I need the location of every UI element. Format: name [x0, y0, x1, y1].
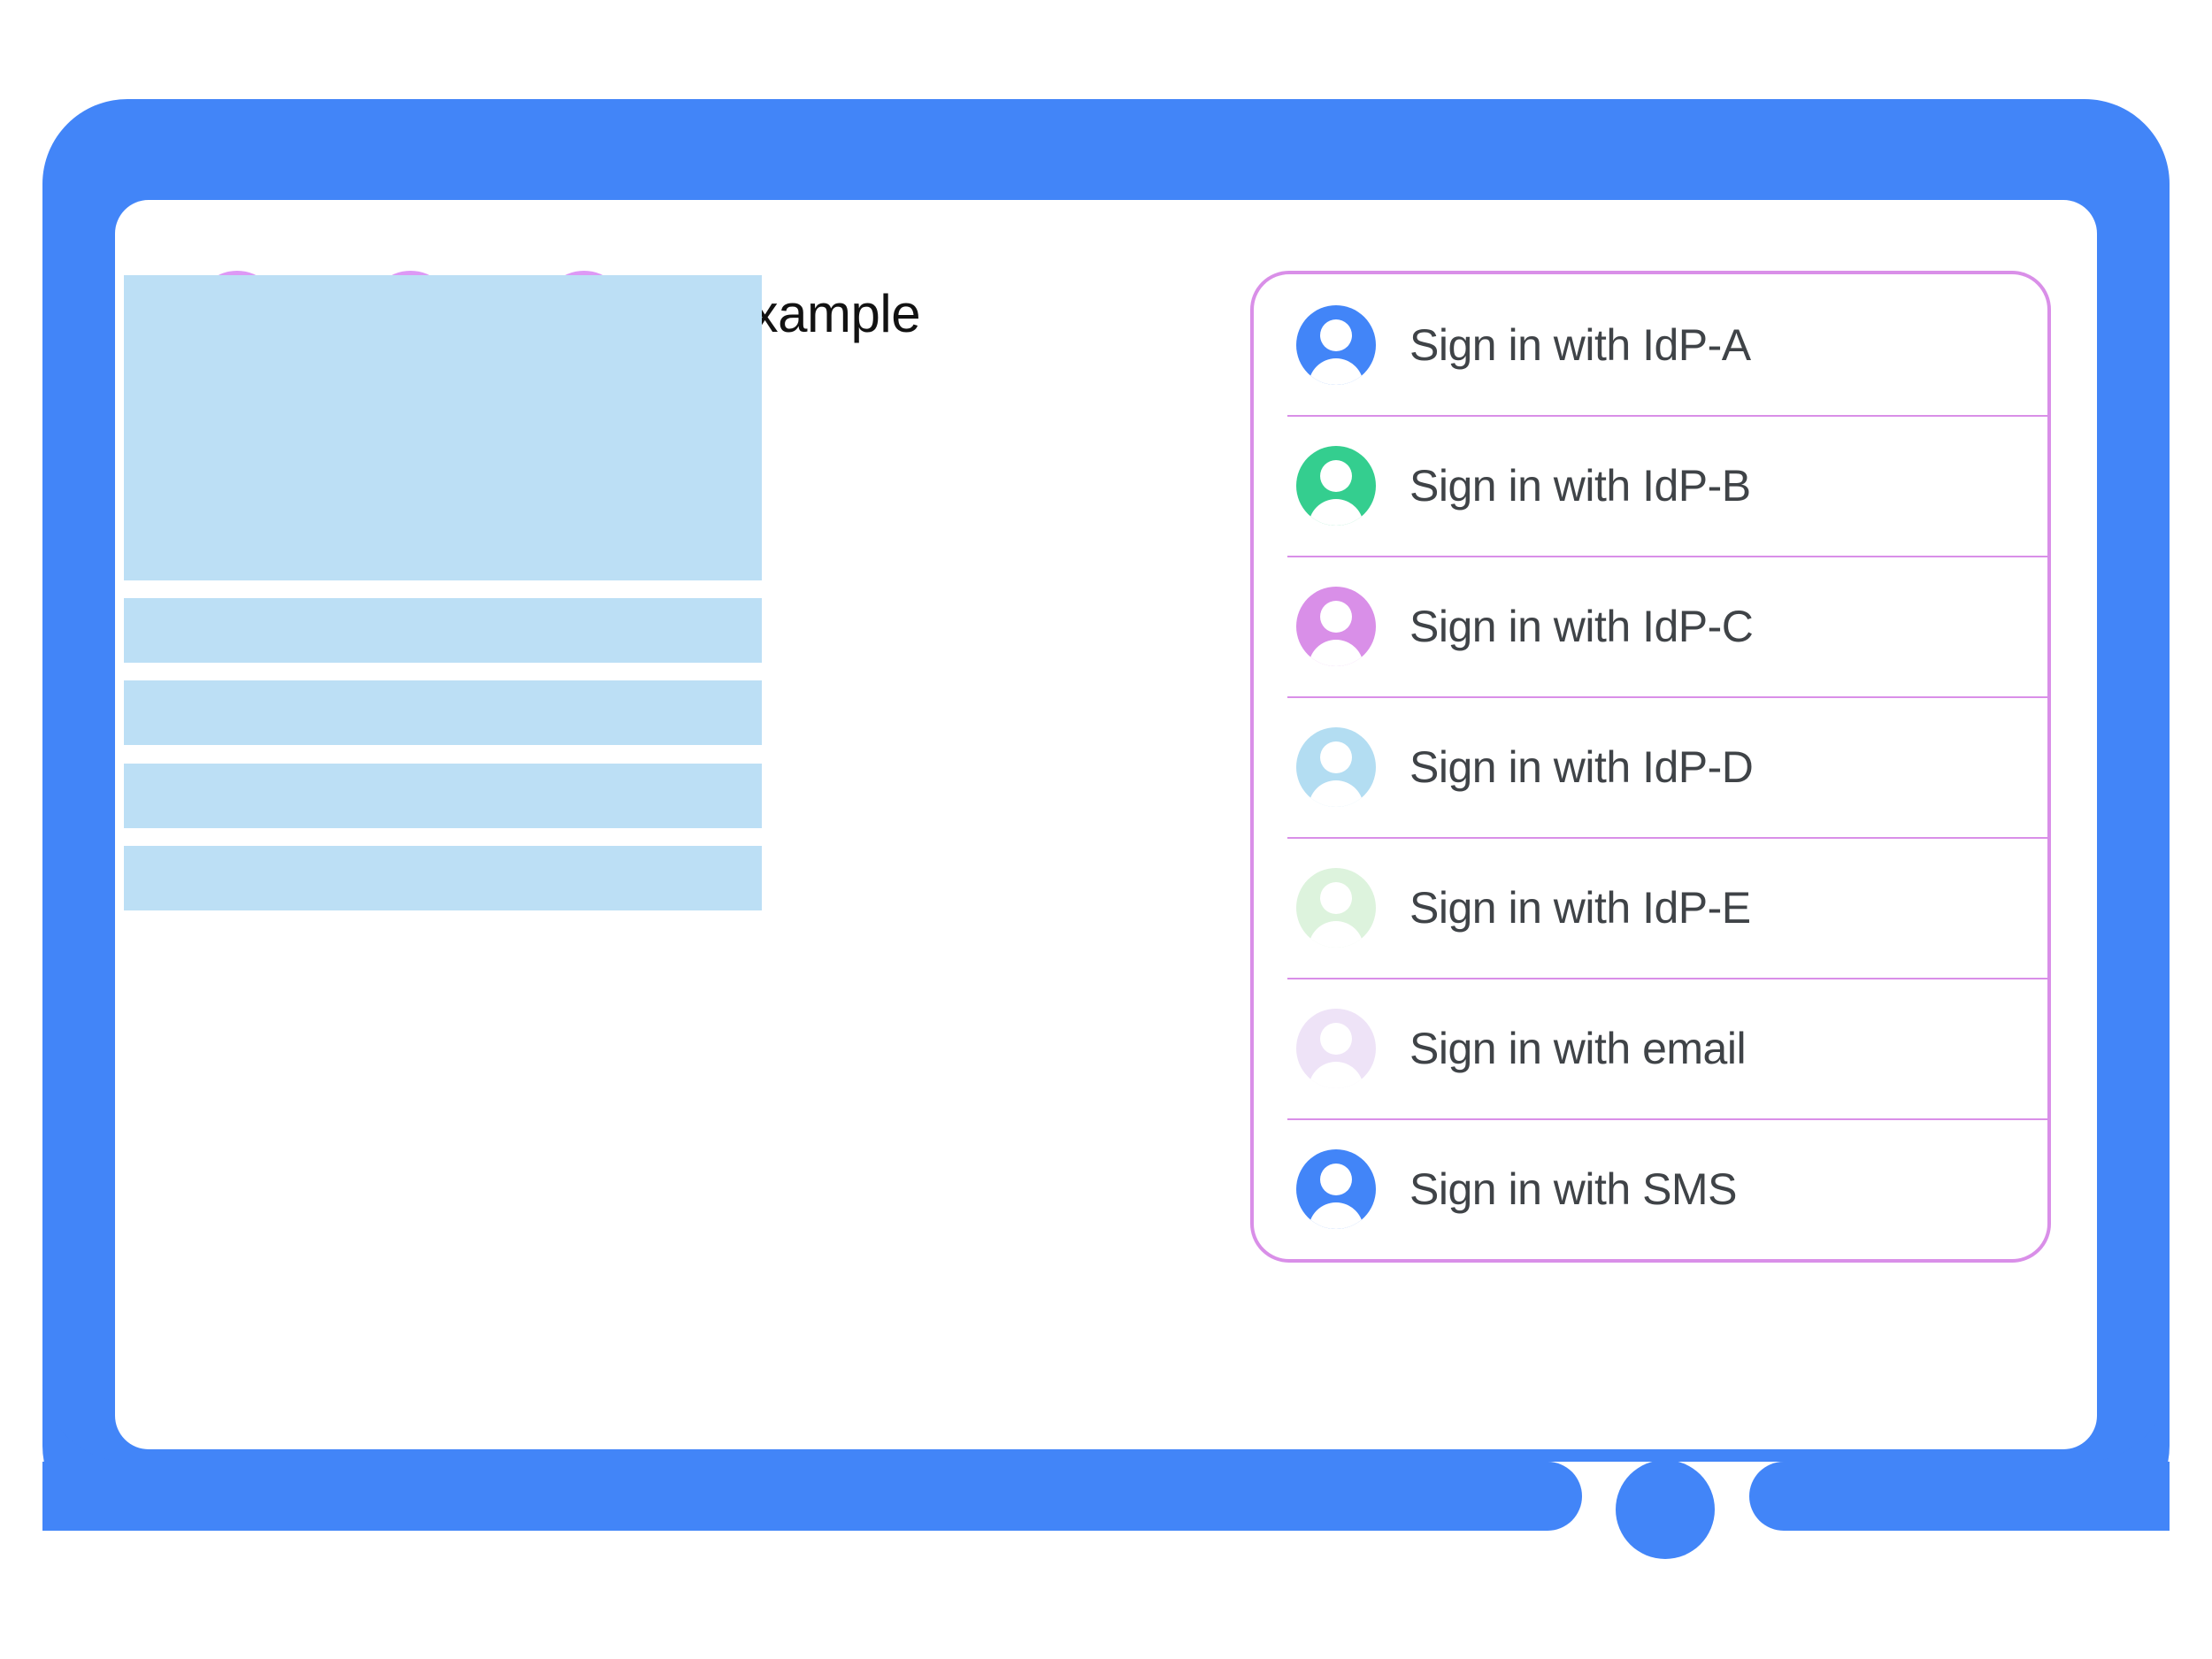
account-label: Sign in with IdP-A	[1409, 319, 1751, 370]
account-label: Sign in with IdP-D	[1409, 741, 1754, 792]
avatar-head	[1320, 881, 1352, 914]
text-bar-2	[124, 680, 762, 745]
avatar-body	[1309, 357, 1363, 385]
account-label: Sign in with SMS	[1409, 1164, 1737, 1214]
avatar-body	[1309, 1202, 1363, 1229]
avatar-head	[1320, 741, 1352, 773]
account-label: Sign in with IdP-E	[1409, 882, 1751, 933]
person-avatar-icon	[1296, 586, 1376, 666]
person-avatar-icon	[1296, 867, 1376, 948]
avatar-head	[1320, 1022, 1352, 1055]
avatar-body	[1309, 920, 1363, 948]
avatar-body	[1309, 780, 1363, 807]
account-row-idp-c[interactable]: Sign in with IdP-C	[1254, 556, 2047, 696]
text-bar-1	[124, 598, 762, 663]
person-avatar-icon	[1296, 1008, 1376, 1088]
device-frame-bottom-right-segment	[1749, 1462, 2170, 1531]
device-frame-bottom-left-segment	[42, 1462, 1582, 1531]
text-bar-4	[124, 846, 762, 910]
avatar-head	[1320, 1163, 1352, 1195]
account-label: Sign in with IdP-B	[1409, 460, 1751, 511]
person-avatar-icon	[1296, 1148, 1376, 1229]
account-row-idp-a[interactable]: Sign in with IdP-A	[1254, 274, 2047, 415]
avatar-head	[1320, 600, 1352, 633]
hero-block	[124, 275, 762, 580]
home-button[interactable]	[1616, 1460, 1715, 1559]
text-bar-3	[124, 764, 762, 828]
avatar-head	[1320, 319, 1352, 351]
page-content-area	[124, 200, 1239, 1449]
account-chooser-panel: Sign in with IdP-A Sign in with IdP-B Si…	[1250, 271, 2051, 1263]
avatar-body	[1309, 639, 1363, 666]
account-row-idp-d[interactable]: Sign in with IdP-D	[1254, 696, 2047, 837]
device-screen: RP.example Sign in with IdP-A Sign in wi…	[115, 200, 2097, 1449]
avatar-body	[1309, 498, 1363, 526]
account-row-email[interactable]: Sign in with email	[1254, 978, 2047, 1118]
avatar-body	[1309, 1061, 1363, 1088]
person-avatar-icon	[1296, 445, 1376, 526]
account-label: Sign in with email	[1409, 1023, 1747, 1073]
account-row-idp-b[interactable]: Sign in with IdP-B	[1254, 415, 2047, 556]
person-avatar-icon	[1296, 726, 1376, 807]
avatar-head	[1320, 459, 1352, 492]
account-row-idp-e[interactable]: Sign in with IdP-E	[1254, 837, 2047, 978]
account-label: Sign in with IdP-C	[1409, 601, 1754, 651]
account-row-sms[interactable]: Sign in with SMS	[1254, 1118, 2047, 1259]
person-avatar-icon	[1296, 304, 1376, 385]
